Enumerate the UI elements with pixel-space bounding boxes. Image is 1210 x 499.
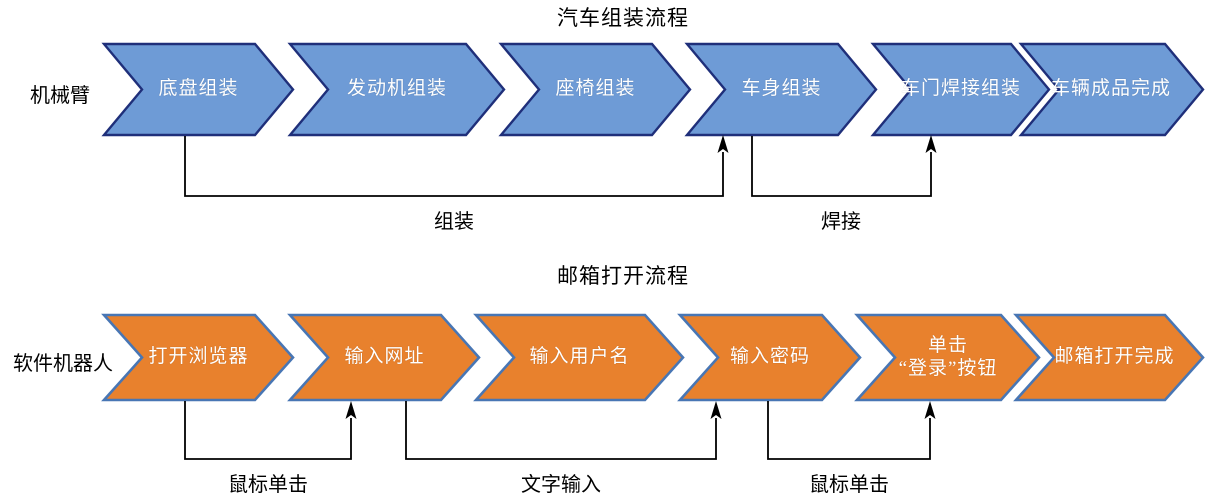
chevron-step-1[interactable] (101, 313, 295, 402)
annotation-label-mouse-click-1: 鼠标单击 (228, 474, 308, 496)
flow-mailbox-open-chevrons (101, 313, 1205, 402)
chevron-step-1[interactable] (101, 42, 295, 137)
flow-mailbox-open-annotations (184, 401, 936, 460)
flow-car-assembly-annotations (184, 135, 937, 197)
flow-car-assembly-chevrons (101, 42, 1205, 137)
chevron-step-6[interactable] (1013, 313, 1205, 402)
chevron-step-4[interactable] (677, 313, 862, 402)
arrowhead-mouse-click-1 (345, 401, 357, 419)
arrowhead-mouse-click-2 (924, 401, 936, 419)
chevron-step-3[interactable] (473, 313, 685, 402)
bracket-text-input (405, 401, 717, 460)
actor-label-robot-arm: 机械臂 (30, 85, 90, 107)
annotation-label-text-input: 文字输入 (521, 474, 601, 496)
chevron-step-6[interactable] (1018, 42, 1205, 137)
chevron-step-3[interactable] (498, 42, 692, 137)
arrowhead-assembly (717, 135, 729, 153)
page-title-mailbox-open: 邮箱打开流程 (557, 264, 689, 288)
bracket-welding (751, 136, 932, 197)
annotation-label-mouse-click-2: 鼠标单击 (809, 474, 889, 496)
actor-label-software-robot: 软件机器人 (13, 353, 113, 375)
chevron-step-4[interactable] (684, 42, 878, 137)
bracket-assembly (184, 136, 724, 197)
bracket-mouse-click-1 (184, 401, 352, 460)
bracket-mouse-click-2 (767, 401, 931, 460)
chevron-step-5[interactable] (854, 313, 1041, 402)
chevron-step-2[interactable] (287, 42, 506, 137)
annotation-label-welding: 焊接 (821, 211, 861, 233)
arrowhead-welding (925, 135, 937, 153)
chevron-step-2[interactable] (287, 313, 481, 402)
annotation-label-assembly: 组装 (434, 211, 474, 233)
chevron-step-5[interactable] (870, 42, 1051, 137)
page-title-car-assembly: 汽车组装流程 (557, 6, 689, 30)
arrowhead-text-input (710, 401, 722, 419)
